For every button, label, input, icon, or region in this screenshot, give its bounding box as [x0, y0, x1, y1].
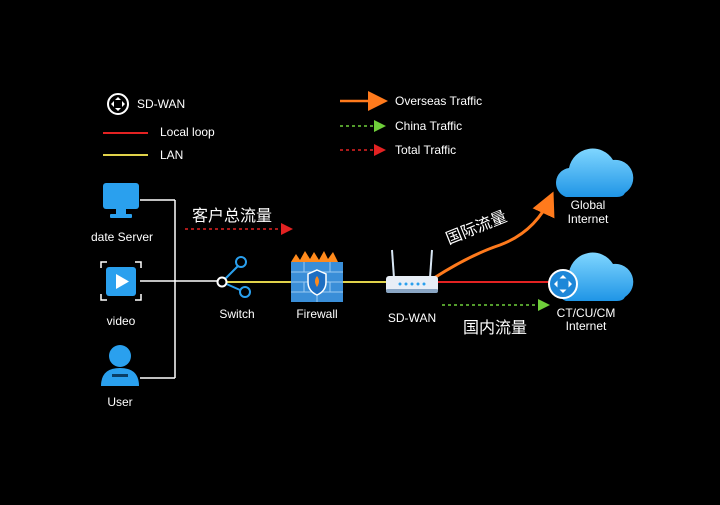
monitor-icon	[103, 183, 139, 218]
legend-china-label: China Traffic	[395, 119, 463, 133]
switch-icon	[216, 256, 251, 298]
user-icon	[101, 345, 139, 386]
legend-local-loop-label: Local loop	[160, 125, 215, 139]
global-internet-cloud-icon	[556, 148, 634, 197]
sdwan-badge-icon	[548, 269, 578, 299]
switch-label: Switch	[219, 307, 255, 321]
legend-total-label: Total Traffic	[395, 143, 457, 157]
overseas-traffic-arrow	[433, 191, 555, 280]
firewall-label: Firewall	[296, 307, 338, 321]
date-server-label: date Server	[90, 230, 154, 244]
sdwan-node-label: SD-WAN	[387, 311, 437, 325]
router-icon	[386, 249, 438, 293]
video-label: video	[106, 314, 136, 328]
legend-lan-label: LAN	[160, 148, 184, 162]
legend-sdwan-label: SD-WAN	[137, 97, 186, 111]
global-internet-label: Global Internet	[567, 198, 609, 226]
legend-overseas-label: Overseas Traffic	[395, 94, 483, 108]
video-play-icon	[100, 261, 142, 301]
customer-total-traffic-label: 客户总流量	[192, 208, 273, 225]
legend-sdwan-icon	[107, 93, 129, 115]
domestic-traffic-label: 国内流量	[463, 320, 528, 337]
user-label: User	[107, 395, 133, 409]
china-internet-label: CT/CU/CM Internet	[556, 306, 616, 333]
firewall-icon	[291, 251, 343, 302]
device-connection-lines	[140, 199, 218, 379]
